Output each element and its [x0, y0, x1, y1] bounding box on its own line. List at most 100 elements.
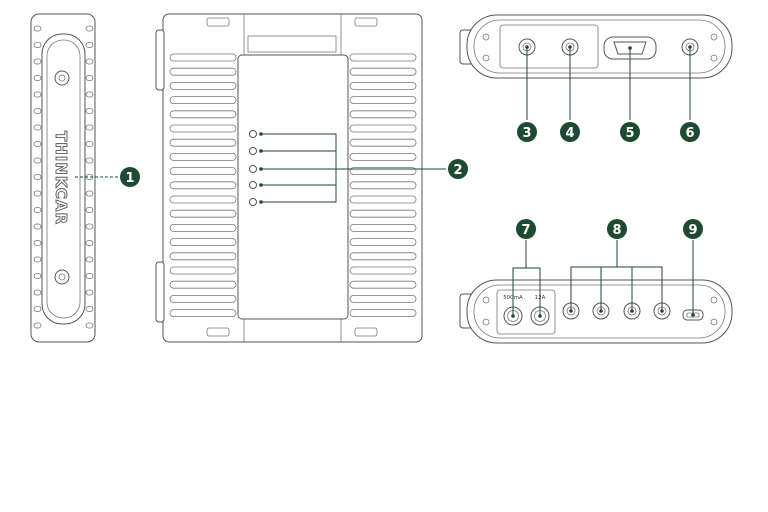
callout-4: 4 — [560, 122, 580, 142]
rib — [349, 181, 417, 190]
svg-text:7: 7 — [521, 223, 530, 238]
rib — [85, 207, 94, 213]
led-indicator-icon — [249, 198, 257, 206]
rib — [33, 322, 42, 329]
rib — [169, 195, 237, 204]
rib — [349, 124, 417, 133]
screw-top-icon — [54, 70, 70, 86]
callout-6: 6 — [680, 122, 700, 142]
rib — [33, 223, 42, 230]
rib — [169, 223, 237, 232]
callout-3: 3 — [517, 122, 537, 142]
svg-text:3: 3 — [522, 126, 531, 141]
rib — [169, 238, 237, 247]
rib — [85, 25, 94, 32]
rib — [85, 157, 94, 164]
rib — [169, 96, 237, 104]
rear-end-view: 500mA 12A — [459, 279, 733, 344]
rib — [33, 25, 42, 32]
rib — [33, 58, 42, 65]
rib — [169, 138, 237, 147]
rib — [33, 289, 42, 296]
rib — [349, 167, 417, 176]
svg-text:9: 9 — [688, 223, 697, 238]
callout-9: 9 — [683, 219, 703, 239]
rib — [169, 309, 237, 318]
rib — [349, 110, 417, 119]
rib — [85, 223, 94, 230]
rib — [169, 110, 237, 119]
rib — [33, 174, 42, 180]
svg-text:8: 8 — [612, 223, 621, 238]
rib — [349, 138, 417, 147]
rib — [349, 266, 417, 275]
rib — [85, 58, 94, 65]
rib — [85, 91, 94, 98]
rib — [349, 67, 417, 76]
led-indicator-icon — [249, 130, 257, 138]
rib — [169, 124, 237, 133]
side-view: THINKCAR — [30, 13, 96, 343]
callout-2: 2 — [448, 159, 468, 179]
svg-text:4: 4 — [565, 126, 574, 141]
callout-8: 8 — [607, 219, 627, 239]
rib — [85, 42, 94, 48]
rib — [33, 108, 42, 114]
rib — [85, 240, 94, 246]
rib — [85, 273, 94, 279]
rib — [33, 75, 42, 81]
led-indicator-icon — [249, 165, 257, 173]
rib — [169, 82, 237, 90]
rib — [169, 252, 237, 261]
rib — [349, 223, 417, 232]
rib — [169, 152, 237, 161]
rib — [349, 238, 417, 247]
rib — [33, 124, 42, 131]
rib — [85, 108, 94, 114]
rib — [349, 195, 417, 204]
rib — [33, 207, 42, 213]
rib — [169, 280, 237, 289]
rib — [33, 190, 42, 197]
front-end-view — [459, 14, 733, 79]
rib — [85, 75, 94, 81]
rib — [349, 280, 417, 289]
svg-text:2: 2 — [453, 163, 462, 178]
rib — [33, 157, 42, 164]
rib — [33, 306, 42, 312]
rib — [349, 294, 417, 303]
rib — [349, 53, 417, 62]
svg-text:5: 5 — [625, 126, 634, 141]
rib — [85, 256, 94, 263]
callout-1: 1 — [120, 167, 140, 187]
rib — [169, 181, 237, 190]
rib — [85, 124, 94, 131]
rib — [169, 294, 237, 303]
rib — [33, 273, 42, 279]
rib — [349, 309, 417, 318]
rib — [169, 53, 237, 62]
rib — [85, 289, 94, 296]
rib — [85, 306, 94, 312]
rib — [349, 82, 417, 90]
rib — [33, 91, 42, 98]
rib — [349, 152, 417, 161]
callout-7: 7 — [516, 219, 536, 239]
rib — [169, 67, 237, 76]
screw-bottom-icon — [54, 269, 70, 285]
rib — [349, 96, 417, 104]
rib — [85, 322, 94, 329]
top-view — [155, 13, 446, 343]
rib — [33, 141, 42, 147]
brand-text: THINKCAR — [52, 131, 70, 225]
callout-5: 5 — [620, 122, 640, 142]
led-indicator-icon — [249, 147, 257, 155]
rib — [169, 266, 237, 275]
rib — [85, 141, 94, 147]
led-indicator-icon — [249, 181, 257, 189]
rib — [349, 209, 417, 218]
svg-text:1: 1 — [125, 171, 134, 186]
rib — [169, 209, 237, 218]
rib — [33, 240, 42, 246]
